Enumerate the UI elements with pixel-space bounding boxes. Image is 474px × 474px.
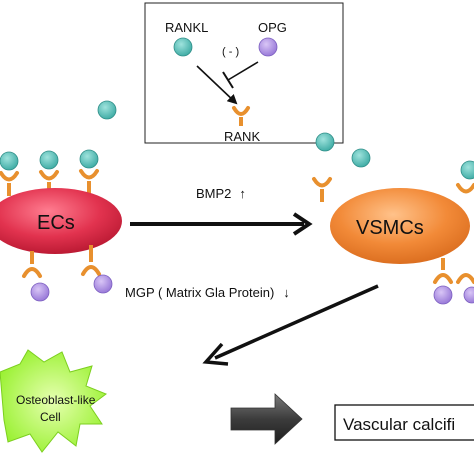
rankl-ligand-icon (79, 149, 99, 169)
vsmc-top-receptors (312, 160, 474, 202)
mgp-text: MGP ( Matrix Gla Protein) (125, 285, 274, 300)
activation-arrow (196, 65, 238, 105)
ec-bottom-receptors (22, 245, 113, 302)
vascular-smooth-muscle-cell (330, 188, 470, 264)
endothelial-cell (0, 188, 122, 254)
bmp2-up-arrow: ↑ (239, 186, 246, 201)
rankl-label: RANKL (165, 20, 208, 35)
rank-receptor-icon (456, 273, 474, 284)
osteoblast-label-line1: Osteoblast-like (16, 393, 96, 407)
rank-receptor-icon (22, 267, 42, 278)
rankl-ligand-icon (0, 151, 19, 171)
rankl-ligand-icon (351, 148, 371, 168)
rankl-ligand-icon (39, 150, 59, 170)
vsmc-bottom-receptors (433, 258, 474, 305)
rank-receptor-icon (0, 171, 19, 182)
opg-ligand-icon (30, 282, 50, 302)
mgp-down-arrow: ↓ (283, 285, 290, 300)
legend-frame (144, 2, 344, 144)
rankl-ligand-icon (97, 100, 117, 120)
rank-receptor-icon (79, 169, 99, 180)
inhibition-line (227, 61, 259, 81)
inhibit-label: ( - ) (222, 46, 239, 58)
bmp2-arrowhead (292, 212, 313, 236)
block-arrow-icon (230, 393, 303, 445)
rank-receptor-icon (456, 183, 474, 194)
osteoblast-label-line2: Cell (40, 410, 61, 424)
bmp2-label: BMP2 ↑ (196, 186, 246, 201)
rankl-ligand-icon (460, 160, 474, 180)
opg-ligand-icon (258, 37, 278, 57)
osteoblast-like-cell (0, 349, 108, 453)
outcome-label: Vascular calcifi (343, 415, 455, 434)
mgp-label: MGP ( Matrix Gla Protein) ↓ (125, 285, 290, 300)
rank-receptor-icon (433, 273, 453, 284)
rank-receptor-icon (81, 265, 101, 276)
rank-receptor-icon (39, 170, 59, 181)
outcome-box (334, 404, 474, 441)
rank-receptor-icon (312, 177, 332, 188)
opg-ligand-icon (463, 286, 474, 304)
bmp2-text: BMP2 (196, 186, 231, 201)
mgp-arrow (214, 284, 379, 360)
ecs-label: ECs (37, 212, 75, 234)
rankl-ligand-icon (315, 132, 335, 152)
legend-box: RANKL OPG ( - ) RANK (144, 2, 344, 144)
rank-receptor-icon (232, 106, 250, 126)
vsmcs-label: VSMCs (356, 217, 424, 239)
inhibition-bar (222, 71, 234, 89)
opg-ligand-icon (433, 285, 453, 305)
rankl-ligand-icon (173, 37, 193, 57)
mgp-arrowhead (202, 342, 229, 366)
opg-label: OPG (258, 20, 287, 35)
opg-ligand-icon (93, 274, 113, 294)
rank-label: RANK (224, 129, 260, 144)
